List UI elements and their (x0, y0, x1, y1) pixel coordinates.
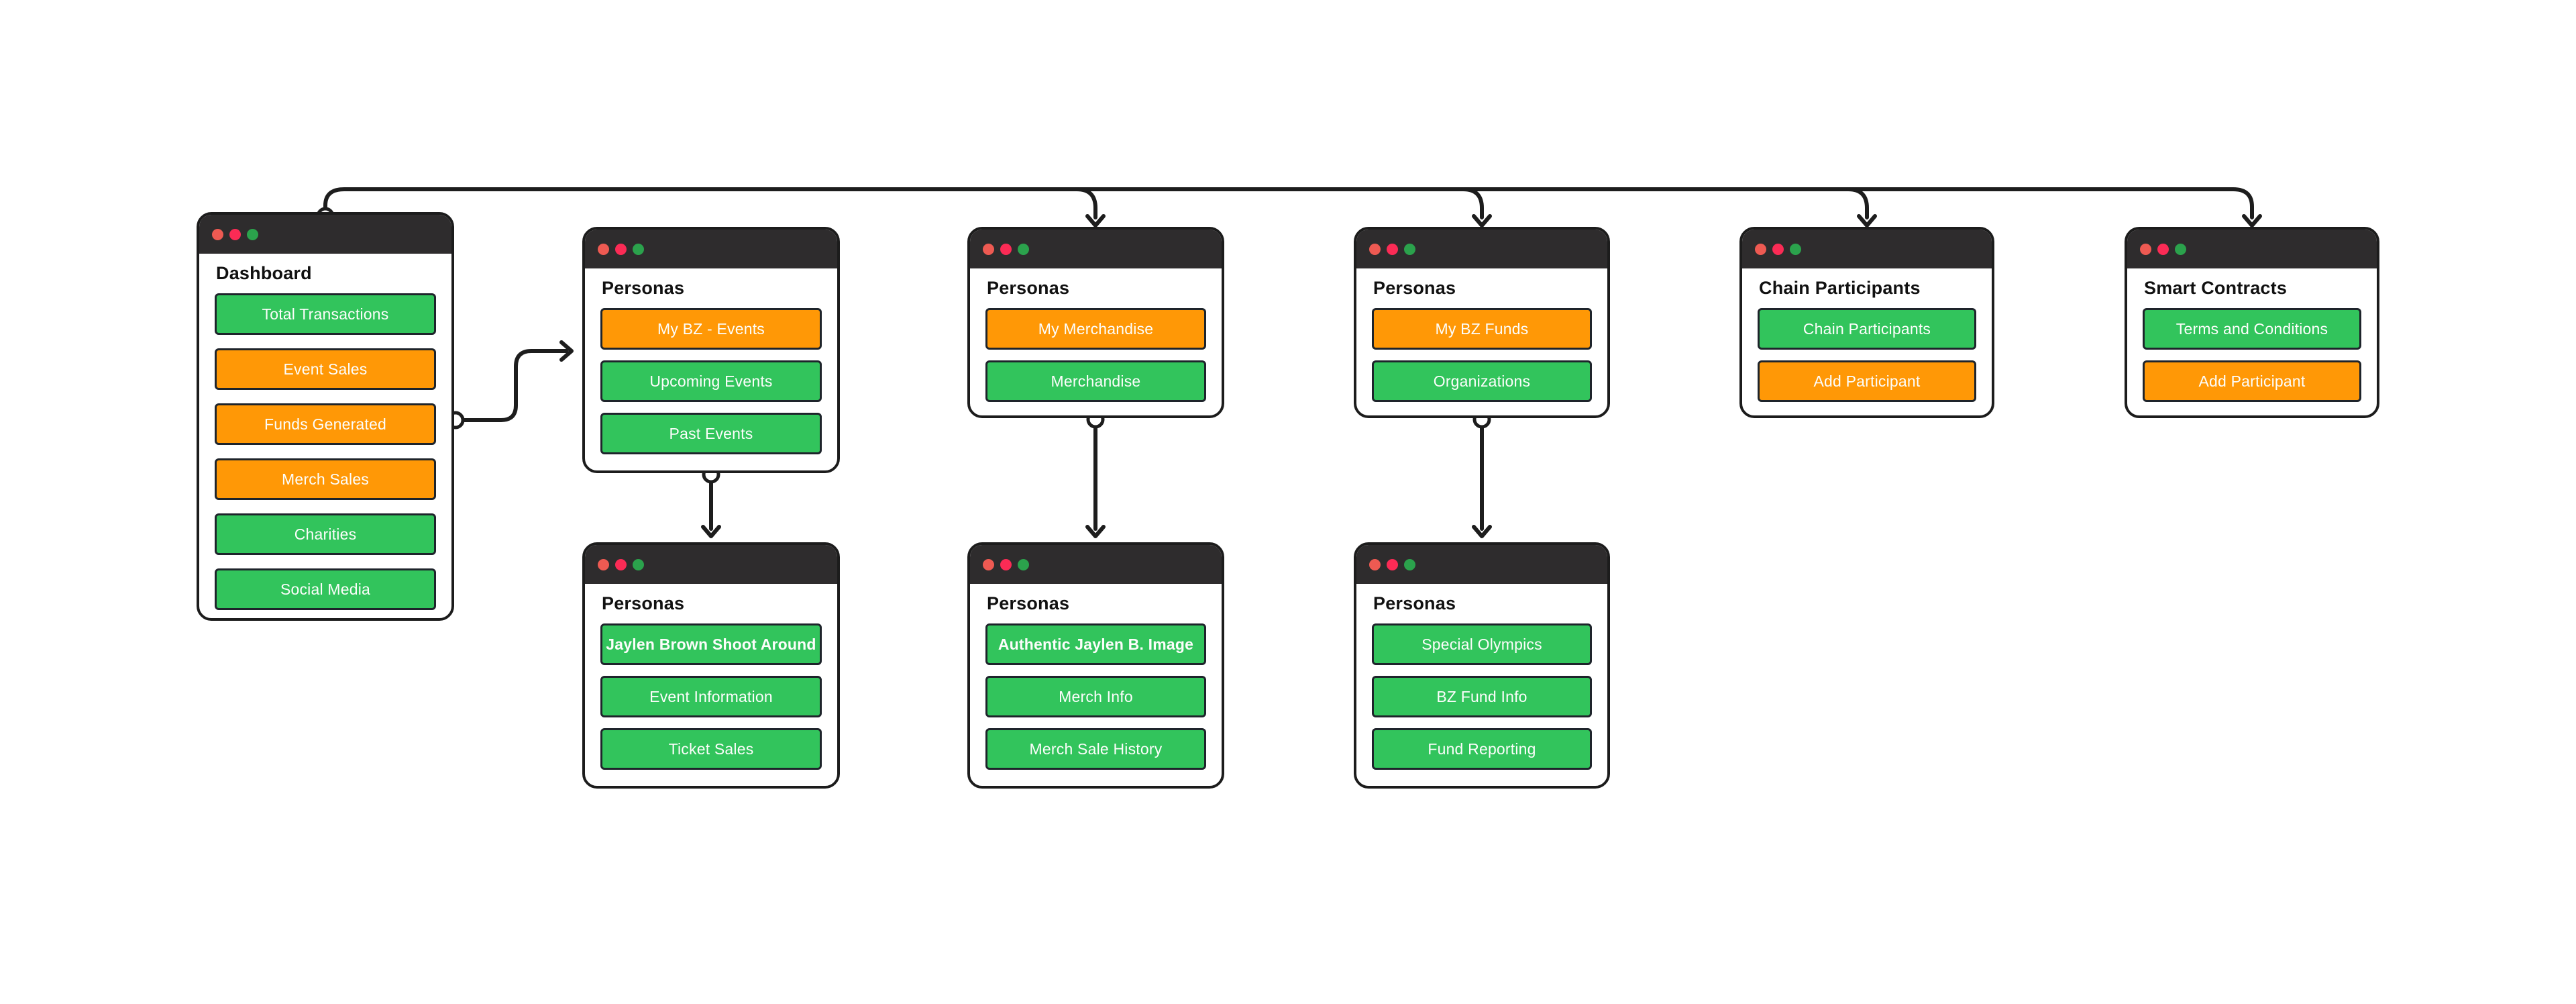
window-title: Personas (602, 593, 685, 613)
traffic-light-pink-icon (615, 558, 627, 570)
window-titlebar (585, 545, 837, 584)
edge-branch-personas-merchandise (1075, 187, 1097, 219)
traffic-light-green-icon (633, 243, 644, 255)
traffic-light-red-icon (2140, 243, 2151, 255)
window-title: Chain Participants (1759, 278, 1921, 298)
traffic-light-pink-icon (1387, 558, 1398, 570)
node-button-my-bz-events: My BZ - Events (600, 308, 822, 350)
window-title: Dashboard (216, 263, 312, 283)
window-titlebar (970, 230, 1222, 268)
node-button-merchandise: Merchandise (985, 360, 1206, 402)
edge-arrowhead-chain-participants (1857, 214, 1877, 228)
node-button-organizations: Organizations (1372, 360, 1592, 402)
window-titlebar (199, 215, 451, 254)
node-button-add-participant: Add Participant (2143, 360, 2361, 402)
edge-arrowhead-personas-funds (1472, 214, 1492, 228)
node-button-social-media: Social Media (215, 568, 436, 610)
edge-arrowhead-fund-detail (1472, 525, 1492, 538)
traffic-light-red-icon (212, 228, 223, 240)
node-button-past-events: Past Events (600, 413, 822, 454)
traffic-light-pink-icon (1387, 243, 1398, 255)
node-button-special-olympics: Special Olympics (1372, 623, 1592, 665)
edge-dashboard-top-spine (323, 187, 2254, 219)
window-personas-event-detail: Personas Jaylen Brown Shoot Around Event… (582, 542, 840, 789)
traffic-light-green-icon (2175, 243, 2186, 255)
window-personas-merch-detail: Personas Authentic Jaylen B. Image Merch… (967, 542, 1224, 789)
traffic-light-red-icon (598, 243, 609, 255)
node-button-fund-reporting: Fund Reporting (1372, 728, 1592, 770)
traffic-light-green-icon (1790, 243, 1801, 255)
traffic-light-red-icon (598, 558, 609, 570)
window-personas-merchandise: Personas My Merchandise Merchandise (967, 227, 1224, 418)
node-button-upcoming-events: Upcoming Events (600, 360, 822, 402)
node-button-event-sales: Event Sales (215, 348, 436, 390)
edge-branch-personas-funds (1461, 187, 1484, 219)
node-button-terms-and-conditions: Terms and Conditions (2143, 308, 2361, 350)
node-button-merch-info: Merch Info (985, 676, 1206, 717)
traffic-light-pink-icon (2157, 243, 2169, 255)
window-dashboard: Dashboard Total Transactions Event Sales… (197, 212, 454, 621)
traffic-light-green-icon (1404, 558, 1415, 570)
node-button-event-information: Event Information (600, 676, 822, 717)
node-button-merch-sale-history: Merch Sale History (985, 728, 1206, 770)
window-titlebar (1356, 545, 1607, 584)
traffic-light-green-icon (247, 228, 258, 240)
node-button-my-bz-funds: My BZ Funds (1372, 308, 1592, 350)
node-button-charities: Charities (215, 513, 436, 555)
node-button-merch-sales: Merch Sales (215, 458, 436, 500)
traffic-light-pink-icon (1772, 243, 1784, 255)
traffic-light-pink-icon (1000, 558, 1012, 570)
window-titlebar (2127, 230, 2377, 268)
traffic-light-red-icon (1755, 243, 1766, 255)
traffic-light-red-icon (983, 243, 994, 255)
traffic-light-green-icon (1018, 558, 1029, 570)
window-personas-events: Personas My BZ - Events Upcoming Events … (582, 227, 840, 473)
window-chain-participants: Chain Participants Chain Participants Ad… (1739, 227, 1994, 418)
traffic-light-red-icon (1369, 243, 1381, 255)
edge-arrowhead-smart-contracts (2242, 214, 2262, 228)
node-button-bz-fund-info: BZ Fund Info (1372, 676, 1592, 717)
node-button-jaylen-brown-shoot-around: Jaylen Brown Shoot Around (600, 623, 822, 665)
node-button-total-transactions: Total Transactions (215, 293, 436, 335)
node-button-ticket-sales: Ticket Sales (600, 728, 822, 770)
edge-arrowhead-personas-events (559, 340, 574, 362)
traffic-light-pink-icon (615, 243, 627, 255)
node-button-funds-generated: Funds Generated (215, 403, 436, 445)
edge-funds-generated-to-personas-events (462, 349, 568, 422)
traffic-light-green-icon (1018, 243, 1029, 255)
node-button-add-participant: Add Participant (1758, 360, 1976, 402)
traffic-light-green-icon (633, 558, 644, 570)
edge-arrowhead-event-detail (701, 525, 721, 538)
window-title: Smart Contracts (2144, 278, 2288, 298)
window-titlebar (1742, 230, 1992, 268)
window-title: Personas (987, 593, 1070, 613)
window-titlebar (585, 230, 837, 268)
edge-arrowhead-personas-merchandise (1085, 214, 1106, 228)
window-personas-funds: Personas My BZ Funds Organizations (1354, 227, 1610, 418)
node-button-chain-participants: Chain Participants (1758, 308, 1976, 350)
window-titlebar (1356, 230, 1607, 268)
edge-branch-chain-participants (1846, 187, 1869, 219)
node-button-my-merchandise: My Merchandise (985, 308, 1206, 350)
traffic-light-green-icon (1404, 243, 1415, 255)
edge-arrowhead-merch-detail (1085, 525, 1106, 538)
window-title: Personas (1373, 593, 1456, 613)
window-title: Personas (1373, 278, 1456, 298)
traffic-light-pink-icon (1000, 243, 1012, 255)
window-titlebar (970, 545, 1222, 584)
traffic-light-pink-icon (229, 228, 241, 240)
window-title: Personas (987, 278, 1070, 298)
window-title: Personas (602, 278, 685, 298)
node-button-authentic-jaylen-b-image: Authentic Jaylen B. Image (985, 623, 1206, 665)
traffic-light-red-icon (1369, 558, 1381, 570)
traffic-light-red-icon (983, 558, 994, 570)
window-personas-fund-detail: Personas Special Olympics BZ Fund Info F… (1354, 542, 1610, 789)
window-smart-contracts: Smart Contracts Terms and Conditions Add… (2125, 227, 2379, 418)
